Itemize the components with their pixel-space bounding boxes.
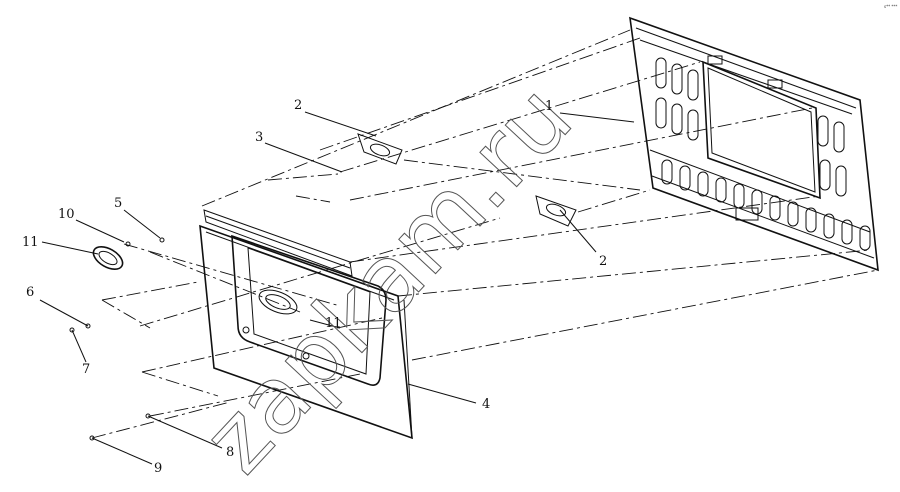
alignment-lines xyxy=(91,29,879,439)
callout-4: 4 xyxy=(482,397,491,412)
inner-trim-panel xyxy=(199,209,413,440)
watermark-text: zapkam.ru xyxy=(183,65,593,488)
callout-6: 6 xyxy=(26,285,35,300)
callout-5: 5 xyxy=(114,196,123,211)
callout-3: 3 xyxy=(255,130,264,145)
callout-8: 8 xyxy=(226,445,235,460)
leader-lines xyxy=(39,111,635,465)
speaker-grille-left xyxy=(92,246,124,270)
callout-9: 9 xyxy=(154,461,163,476)
bracket-upper xyxy=(357,133,403,165)
corner-mark: s** *** xyxy=(884,4,898,9)
callout-2-upper: 2 xyxy=(294,98,303,113)
callout-10: 10 xyxy=(58,207,75,222)
clips xyxy=(69,237,165,441)
callout-7: 7 xyxy=(82,362,91,377)
door-outer-panel xyxy=(629,16,879,272)
callout-11-left: 11 xyxy=(22,235,39,250)
watermark: zapkam.ru xyxy=(182,64,593,492)
callout-2-lower: 2 xyxy=(599,254,608,269)
callout-11-center: 11 xyxy=(325,316,342,331)
callout-1: 1 xyxy=(545,99,554,114)
bracket-lower xyxy=(535,195,577,227)
